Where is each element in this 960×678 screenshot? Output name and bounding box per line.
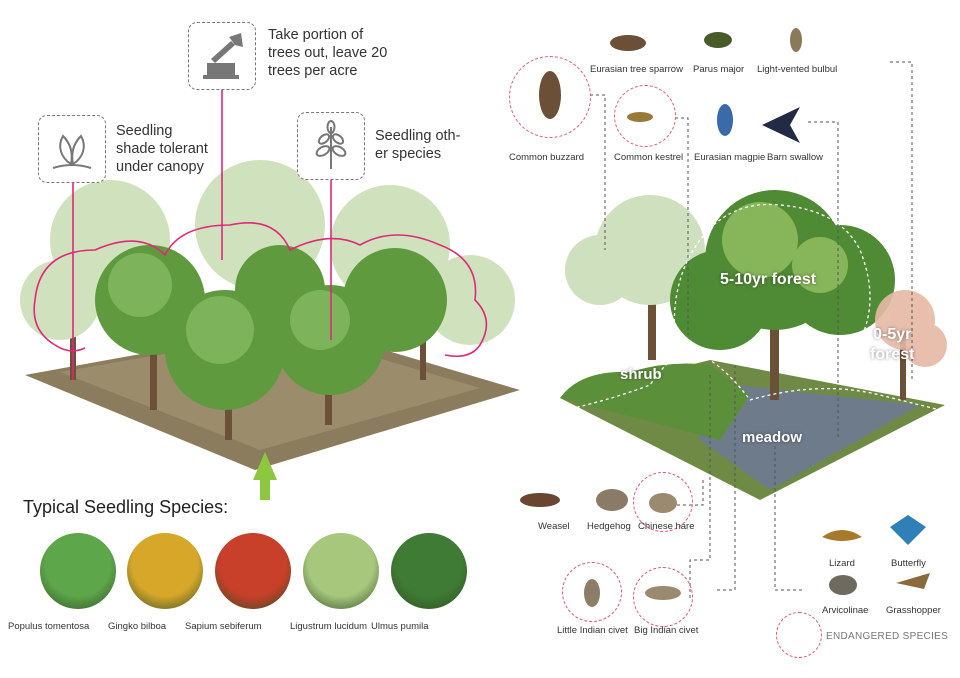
species-heading: Typical Seedling Species: (23, 497, 229, 517)
species-label-4: Ligustrum lucidum (290, 621, 368, 632)
endangered-ring-buzzard (509, 56, 591, 138)
axe-stump-icon (203, 33, 243, 79)
species-photo-2 (127, 533, 203, 609)
species-label-2: Gingko bilboa (108, 621, 167, 632)
sprout-icon (315, 120, 347, 169)
lizard-icon (822, 530, 862, 541)
shade-icon-box (38, 115, 106, 183)
label-barn-swallow: Barn swallow (767, 152, 823, 163)
label-eurasian-tree-sparrow: Eurasian tree sparrow (590, 64, 683, 75)
species-label-5: Ulmus pumila (371, 621, 429, 632)
other-callout: Seedling oth- er species (375, 128, 461, 162)
label-parus-major: Parus major (693, 64, 745, 75)
little-civet-icon (584, 579, 600, 607)
label-little-indian-civet: Little Indian civet (557, 625, 628, 636)
species-photo-5 (391, 533, 467, 609)
sparrow-icon (610, 35, 646, 51)
shade-callout: Seedling shade tolerant under canopy (116, 123, 208, 175)
hedgehog-icon (596, 489, 628, 511)
label-arvicolinae: Arvicolinae (822, 605, 869, 616)
label-common-buzzard: Common buzzard (509, 152, 584, 163)
hare-icon (649, 493, 677, 513)
zone-label-meadow: meadow (742, 429, 803, 446)
zone-label-5-10yr-forest: 5-10yr forest (720, 271, 817, 288)
species-label-3: Sapium sebiferum (185, 621, 262, 632)
label-big-indian-civet: Big Indian civet (634, 625, 699, 636)
label-butterfly: Butterfly (891, 558, 926, 569)
bulbul-icon (790, 28, 802, 52)
label-eurasian-magpie: Eurasian magpie (694, 152, 766, 163)
endangered-ring-little-civet (562, 562, 622, 622)
label-weasel: Weasel (538, 521, 570, 532)
label-hedgehog: Hedgehog (587, 521, 631, 532)
magpie-icon (717, 104, 733, 136)
buzzard-icon (539, 71, 561, 119)
grasshopper-icon (896, 573, 930, 589)
species-photo-3 (215, 533, 291, 609)
label-light-vented-bulbul: Light-vented bulbul (757, 64, 838, 75)
kestrel-icon (627, 112, 653, 122)
wildlife-icons (520, 28, 930, 607)
species-photo-4 (303, 533, 379, 609)
right-habitat-illustration (560, 61, 947, 600)
label-common-kestrel: Common kestrel (614, 152, 684, 163)
species-photo-1 (40, 533, 116, 609)
endangered-ring-kestrel (614, 85, 676, 147)
zone-label-shrub: shrub (620, 366, 662, 383)
left-forest-illustration (20, 86, 520, 500)
label-lizard: Lizard (829, 558, 855, 569)
endangered-ring-big-civet (633, 567, 693, 627)
arvicolinae-icon (829, 575, 857, 595)
butterfly-icon (890, 515, 926, 545)
endangered-legend-ring (776, 612, 822, 658)
big-civet-icon (645, 586, 681, 600)
weasel-icon (520, 493, 560, 507)
parus-major-icon (704, 32, 732, 48)
swallow-icon (762, 107, 800, 143)
harvest-callout: Take portion of trees out, leave 20 tree… (268, 27, 388, 79)
species-label-1: Populus tomentosa (8, 621, 90, 632)
label-chinese-hare: Chinese hare (638, 521, 695, 532)
label-grasshopper: Grasshopper (886, 605, 941, 616)
endangered-legend-label: ENDANGERED SPECIES (826, 631, 949, 642)
other-icon-box (297, 112, 365, 180)
harvest-icon-box (188, 22, 256, 90)
zone-label-0-5yr-forest: 0-5yr forest (870, 326, 915, 363)
seedling-icon (52, 134, 92, 169)
growth-arrow (253, 452, 277, 500)
endangered-ring-hare (633, 472, 693, 532)
